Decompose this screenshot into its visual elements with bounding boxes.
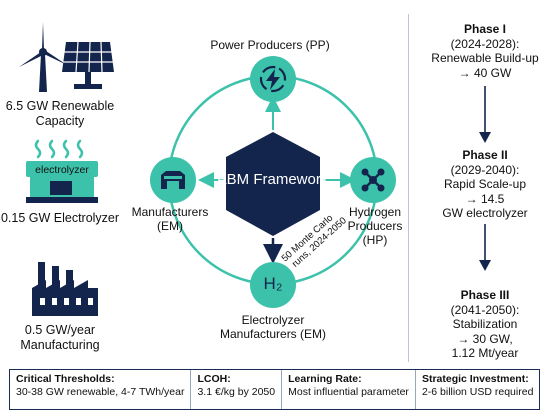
phase-3-line-1: (2041-2050): <box>450 302 520 317</box>
phase-1-line-2: Renewable Build-up <box>431 51 539 65</box>
manufacturers-node <box>150 157 196 203</box>
electrolyzer-manufacturers-label: Electrolyzer Manufacturers (EM) <box>219 313 327 341</box>
strategic-investment-heading: Strategic Investment: <box>421 373 529 385</box>
phase-2-line-4: GW electrolyzer <box>442 206 528 220</box>
lightning-icon <box>259 65 287 93</box>
phase-3-title: Phase III <box>460 288 510 302</box>
electrolyzer-icon: electrolyzer <box>26 139 98 203</box>
learning-rate-value: Most influential parameter <box>288 386 409 398</box>
hydrogen-producers-label: Hydrogen Producers (HP) <box>347 205 403 247</box>
phase-3: Phase III (2041-2050): Stabilization → 3… <box>420 288 550 361</box>
network-icon <box>361 168 385 192</box>
phase-3-line-2: Stabilization <box>452 317 518 331</box>
critical-thresholds-heading: Critical Thresholds: <box>16 373 115 385</box>
phase-1-line-3: → 40 GW <box>458 65 512 80</box>
abm-framework-title: ABM Framework <box>216 171 329 188</box>
factory-building-icon <box>161 171 185 189</box>
h2-icon-text: H₂ <box>263 274 283 293</box>
phase-1-line-1: (2024-2028): <box>450 36 520 51</box>
wind-turbine-icon <box>19 22 67 92</box>
phase-2: Phase II (2029-2040): Rapid Scale-up → 1… <box>420 148 550 221</box>
manufacturers-label: Manufacturers (EM) <box>131 205 209 233</box>
phase-arrow-1 <box>479 86 491 143</box>
summary-footer: Critical Thresholds: 30-38 GW renewable,… <box>9 369 540 410</box>
column-divider <box>408 14 409 362</box>
phase-arrow-2 <box>479 224 491 271</box>
wind-turbine-solar-panel-icon <box>19 22 114 92</box>
phase-2-title: Phase II <box>462 148 508 162</box>
phase-1: Phase I (2024-2028): Renewable Build-up … <box>420 22 550 80</box>
lcoh-heading: LCOH: <box>197 373 231 385</box>
phase-2-line-2: Rapid Scale-up <box>443 177 527 191</box>
phase-2-line-1: (2029-2040): <box>450 162 520 177</box>
electrolyzer-capacity-label: 0.15 GW Electrolyzer <box>0 211 120 225</box>
abm-framework-hexagon <box>226 132 320 236</box>
phase-3-line-3: → 30 GW, <box>457 331 513 346</box>
solar-panel-icon <box>62 41 114 89</box>
phase-3-line-4: 1.12 Mt/year <box>451 346 519 360</box>
critical-thresholds-value: 30-38 GW renewable, 4-7 TWh/year <box>16 386 185 398</box>
lcoh-cell: LCOH: 3.1 €/kg by 2050 <box>191 370 283 409</box>
hydrogen-producers-node <box>350 157 396 203</box>
manufacturing-capacity-label: 0.5 GW/year Manufacturing <box>20 323 100 352</box>
learning-rate-heading: Learning Rate: <box>288 373 362 385</box>
strategic-investment-value: 2-6 billion USD required <box>421 386 534 398</box>
electrolyzer-icon-text: electrolyzer <box>35 164 89 176</box>
strategic-investment-cell: Strategic Investment: 2-6 billion USD re… <box>416 370 539 409</box>
phase-2-line-3: → 14.5 <box>465 191 505 206</box>
critical-thresholds-cell: Critical Thresholds: 30-38 GW renewable,… <box>10 370 192 409</box>
phase-1-title: Phase I <box>463 22 507 36</box>
electrolyzer-manufacturers-node: H₂ <box>250 262 296 308</box>
learning-rate-cell: Learning Rate: Most influential paramete… <box>282 370 416 409</box>
renewable-capacity-label: 6.5 GW Renewable Capacity <box>5 99 115 128</box>
lcoh-value: 3.1 €/kg by 2050 <box>197 386 276 398</box>
power-producers-label: Power Producers (PP) <box>210 38 330 52</box>
power-producers-node <box>250 56 296 102</box>
factory-icon <box>32 262 98 316</box>
